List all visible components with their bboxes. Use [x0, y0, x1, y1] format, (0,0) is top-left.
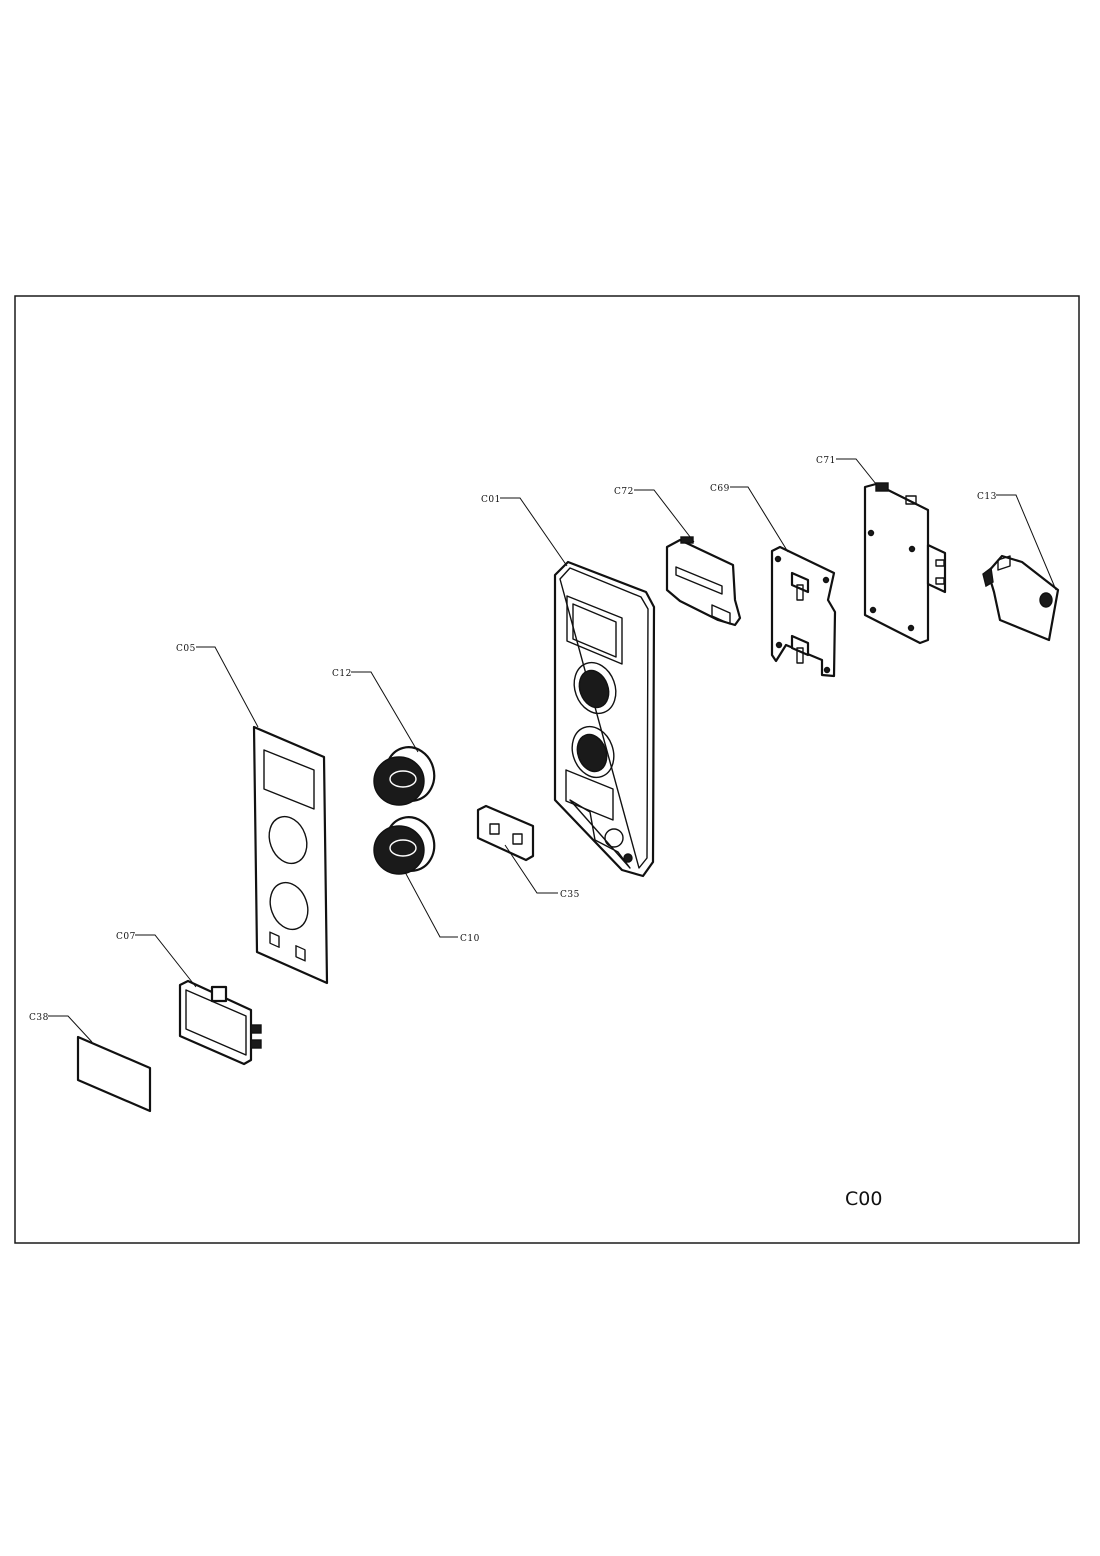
- leader-c35: [504, 844, 558, 894]
- callout-c72: C72: [614, 487, 634, 497]
- callout-c05: C05: [176, 644, 196, 654]
- sheet-id-label: C00: [845, 1188, 882, 1210]
- leader-lines: [48, 458, 1057, 1043]
- callout-c10: C10: [460, 934, 480, 944]
- leader-c05: [196, 646, 259, 728]
- leader-c01: [500, 497, 568, 567]
- leader-c13: [996, 494, 1057, 591]
- leader-c12: [351, 671, 419, 753]
- part-c13-motor: [982, 554, 1060, 642]
- callout-c71: C71: [816, 456, 836, 466]
- part-c05-fascia: [252, 725, 329, 985]
- part-c72-switch: [665, 536, 742, 627]
- leader-c72: [634, 489, 695, 543]
- part-c10-knob: [373, 816, 436, 875]
- part-c38-window: [76, 1035, 152, 1113]
- part-c35-bracket: [476, 804, 535, 862]
- callout-c35: C35: [560, 890, 580, 900]
- part-c12-knob: [373, 746, 436, 806]
- part-c07-display: [178, 979, 262, 1066]
- callout-c38: C38: [29, 1013, 49, 1023]
- drawing-frame: [14, 295, 1080, 1244]
- callout-c13: C13: [977, 492, 997, 502]
- leader-c38: [48, 1015, 93, 1043]
- leader-c71: [836, 458, 877, 485]
- leader-c69: [730, 486, 789, 553]
- part-c01-housing: [553, 560, 656, 878]
- part-c69-pcb: [770, 545, 837, 678]
- callout-labels: C01 C05 C07 C10 C12 C13 C35 C38 C69 C71 …: [29, 456, 997, 1023]
- callout-c69: C69: [710, 484, 730, 494]
- callout-c07: C07: [116, 932, 136, 942]
- part-c71-board: [863, 482, 947, 645]
- callout-c01: C01: [481, 495, 501, 505]
- leader-c10: [404, 871, 458, 938]
- leader-c07: [135, 934, 197, 988]
- callout-c12: C12: [332, 669, 352, 679]
